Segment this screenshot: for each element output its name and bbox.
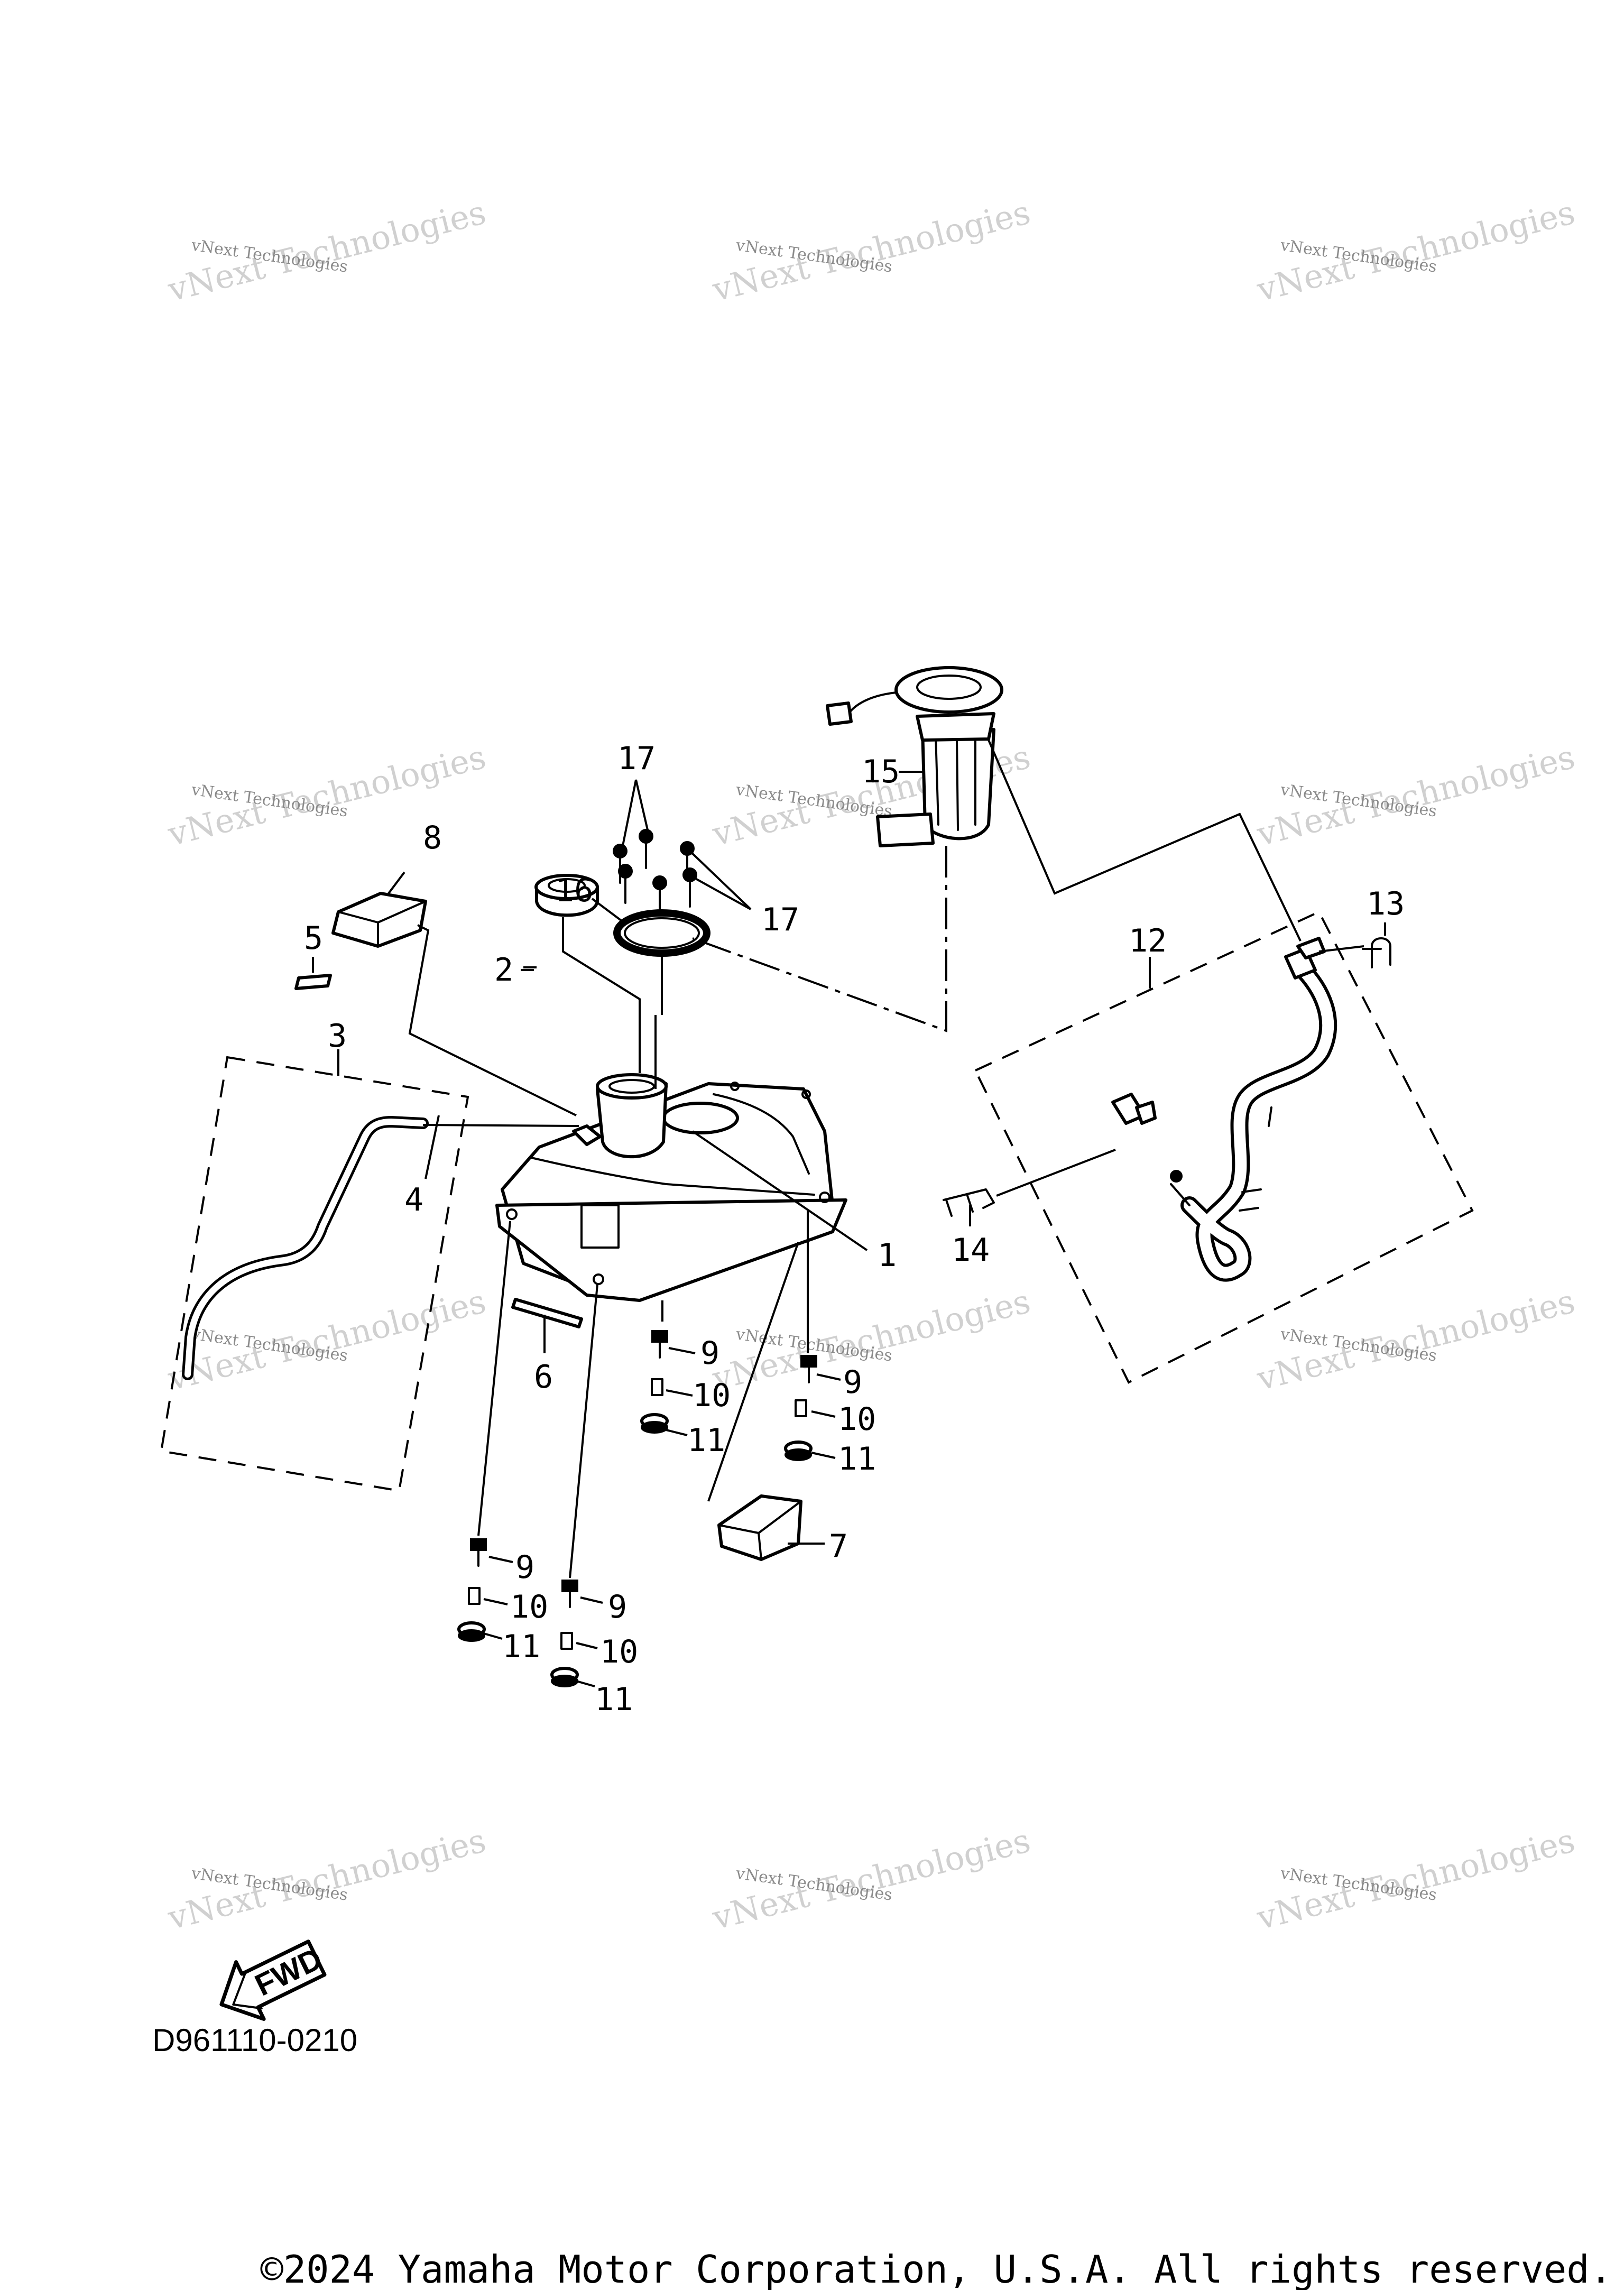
callout-5: 5 <box>304 920 323 957</box>
watermark: vNext Technologies vNext Technologies <box>1253 737 1579 854</box>
watermark: vNext Technologies vNext Technologies <box>708 1282 1034 1398</box>
filler-neck <box>596 1073 668 1159</box>
callout-6: 6 <box>534 1359 553 1396</box>
filler-cap[interactable] <box>534 874 599 917</box>
fuel-pump[interactable] <box>826 666 1003 847</box>
callout-17: 17 <box>761 901 799 938</box>
grommet-11-b[interactable] <box>784 1441 813 1461</box>
callout-7: 7 <box>829 1528 848 1565</box>
watermark: vNext Technologies vNext Technologies <box>708 193 1034 309</box>
copyright-text: ©2024 Yamaha Motor Corporation, U.S.A. A… <box>260 2247 1612 2290</box>
pad-8[interactable] <box>331 892 427 948</box>
callout-17: 17 <box>617 740 656 777</box>
vent-hose[interactable] <box>182 1116 429 1380</box>
diagram-code: D961110-0210 <box>152 2023 357 2058</box>
callout-16: 16 <box>555 872 593 909</box>
grommet-11-c[interactable] <box>457 1621 486 1642</box>
callout-14: 14 <box>952 1232 990 1269</box>
pad-7[interactable] <box>717 1494 802 1561</box>
watermark: vNext Technologies vNext Technologies <box>1253 193 1579 309</box>
callout-11: 11 <box>838 1441 876 1478</box>
callout-15: 15 <box>862 753 900 790</box>
callouts: 1 2 3 4 5 6 7 8 9 10 11 9 10 11 9 10 11 … <box>304 740 1405 1718</box>
callout-12: 12 <box>1129 922 1167 959</box>
callout-9: 9 <box>515 1549 534 1586</box>
callout-10: 10 <box>693 1377 731 1414</box>
screws-17[interactable] <box>613 829 697 916</box>
watermark: vNext Technologies vNext Technologies <box>708 1821 1034 1937</box>
grommet-11-a[interactable] <box>640 1413 669 1434</box>
watermark: vNext Technologies vNext Technologies <box>1253 1821 1579 1937</box>
bolt-9-c[interactable] <box>470 1538 487 1567</box>
callout-13: 13 <box>1367 885 1405 922</box>
callout-10: 10 <box>600 1633 638 1670</box>
callout-11: 11 <box>595 1681 633 1718</box>
collar-10-c[interactable] <box>468 1587 481 1605</box>
pump-gasket[interactable] <box>613 909 710 957</box>
group-box-3 <box>160 1056 469 1492</box>
group-box-12 <box>974 910 1474 1384</box>
bolt-9-a[interactable] <box>651 1330 668 1359</box>
collar-10-b[interactable] <box>795 1399 807 1417</box>
callout-4: 4 <box>404 1181 423 1218</box>
callout-11: 11 <box>687 1422 725 1459</box>
strip-6[interactable] <box>511 1298 583 1328</box>
clip-14[interactable] <box>943 1188 995 1217</box>
callout-11: 11 <box>502 1628 540 1665</box>
watermark: vNext Technologies vNext Technologies <box>1253 1282 1579 1398</box>
callout-10: 10 <box>510 1589 548 1626</box>
watermark: vNext Technologies vNext Technologies <box>164 1821 490 1937</box>
callout-9: 9 <box>700 1335 719 1372</box>
label-tag-5[interactable] <box>294 974 332 990</box>
callout-2: 2 <box>494 952 513 989</box>
collar-10-a[interactable] <box>651 1378 663 1396</box>
fuel-hose-assy[interactable] <box>1111 937 1337 1282</box>
callout-10: 10 <box>838 1401 876 1438</box>
grommet-11-d[interactable] <box>550 1667 579 1687</box>
fwd-arrow-icon: FWD <box>219 1940 327 2021</box>
callout-3: 3 <box>328 1018 347 1055</box>
bolt-9-b[interactable] <box>800 1355 817 1383</box>
watermarks: vNext Technologies vNext Technologies vN… <box>164 193 1579 1937</box>
hose-clip-13[interactable] <box>1362 937 1391 968</box>
callout-1: 1 <box>878 1237 897 1274</box>
watermark: vNext Technologies vNext Technologies <box>164 193 490 309</box>
callout-8: 8 <box>423 819 442 856</box>
callout-9: 9 <box>843 1364 862 1401</box>
collar-10-d[interactable] <box>560 1632 573 1650</box>
leader-lines <box>312 740 1386 1687</box>
fuel-tank[interactable] <box>495 1082 847 1302</box>
callout-9: 9 <box>608 1589 627 1626</box>
bolt-9-d[interactable] <box>561 1580 578 1608</box>
